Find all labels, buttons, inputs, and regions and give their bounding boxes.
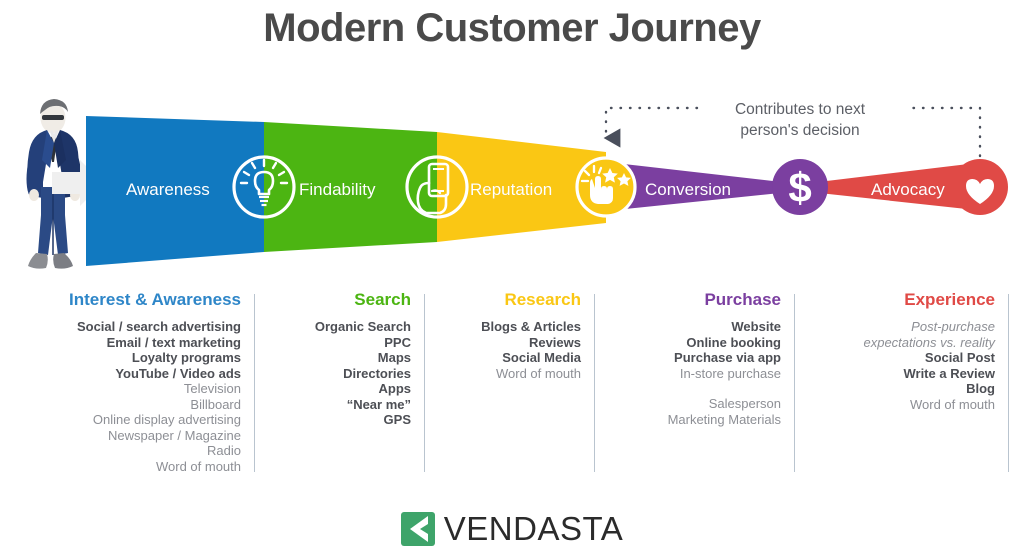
- list-item: Purchase via app: [674, 350, 781, 365]
- column-title: Search: [354, 290, 411, 309]
- list-item: Radio: [207, 443, 241, 458]
- list-item: Newspaper / Magazine: [108, 427, 241, 443]
- dollar-sign-icon: $: [772, 159, 828, 215]
- list-item: Website: [731, 319, 781, 334]
- column-purchase: Purchase Website Online booking Purchase…: [595, 290, 795, 485]
- column-title: Interest & Awareness: [69, 290, 241, 309]
- column-divider: [424, 294, 425, 472]
- feedback-loop-note: Contributes to next person's decision: [700, 100, 900, 142]
- list-item: Word of mouth: [909, 396, 995, 412]
- stage-label-reputation: Reputation: [470, 180, 553, 199]
- column-research: Research Blogs & Articles Reviews Social…: [425, 290, 595, 485]
- lightbulb-icon: [232, 155, 296, 219]
- list-item: PPC: [384, 334, 411, 350]
- list-item: Reviews: [528, 334, 581, 350]
- list-item: Maps: [377, 350, 411, 365]
- list-item: YouTube / Video ads: [115, 365, 241, 381]
- list-item: Directories: [343, 365, 411, 381]
- hand-phone-icon: [405, 155, 469, 219]
- list-item: Billboard: [190, 396, 241, 412]
- stage-label-awareness: Awareness: [126, 180, 210, 199]
- list-item: Write a Review: [903, 365, 995, 381]
- svg-text:$: $: [788, 164, 811, 211]
- customer-journey-funnel: $: [52, 106, 1008, 266]
- column-item-list: Organic Search PPC Maps Directories Apps…: [255, 319, 411, 428]
- funnel-segment-reputation: [437, 132, 606, 242]
- column-item-list: Blogs & Articles Reviews Social Media Wo…: [425, 319, 581, 381]
- list-item: GPS: [383, 412, 411, 427]
- list-item: In-store purchase: [679, 365, 781, 381]
- stage-label-conversion: Conversion: [645, 180, 731, 199]
- list-item-spacer: [595, 381, 781, 396]
- list-item: Social Post: [924, 350, 995, 365]
- list-item: Online booking: [686, 334, 781, 350]
- column-title: Experience: [904, 290, 995, 309]
- list-item: Social Media: [502, 350, 581, 365]
- list-item: Online display advertising: [92, 412, 241, 427]
- column-divider: [594, 294, 595, 472]
- funnel-segment-advocacy: [810, 162, 985, 211]
- dotted-feedback-arrow-icon: [603, 106, 982, 158]
- funnel-segment-conversion: [606, 162, 790, 211]
- column-title: Purchase: [704, 290, 781, 309]
- heart-icon: [952, 159, 1008, 215]
- businessman-illustration: [26, 99, 82, 269]
- feedback-loop-note-line2: person's decision: [740, 121, 860, 139]
- vendasta-wordmark: VENDASTA: [443, 510, 624, 547]
- feedback-loop-note-line1: Contributes to next: [734, 101, 866, 118]
- vendasta-logo: VENDASTA: [0, 510, 1024, 548]
- list-item: expectations vs. reality: [863, 334, 995, 350]
- list-item: Email / text marketing: [106, 334, 241, 350]
- column-divider: [794, 294, 795, 472]
- stage-label-findability: Findability: [299, 180, 376, 199]
- journey-detail-columns: Interest & Awareness Social / search adv…: [0, 290, 1024, 485]
- column-interest-and-awareness: Interest & Awareness Social / search adv…: [0, 290, 255, 485]
- list-item: Television: [183, 381, 241, 396]
- column-divider: [1008, 294, 1009, 472]
- column-title: Research: [504, 290, 581, 309]
- list-item: Apps: [378, 381, 412, 396]
- list-item: “Near me”: [346, 396, 411, 412]
- column-experience: Experience Post-purchase expectations vs…: [795, 290, 1009, 485]
- list-item: Blog: [966, 381, 995, 396]
- list-item: Salesperson: [708, 396, 781, 411]
- page-title: Modern Customer Journey: [263, 6, 761, 50]
- list-item: Marketing Materials: [667, 411, 781, 427]
- column-divider: [254, 294, 255, 472]
- list-item: Organic Search: [314, 319, 411, 334]
- funnel-segment-findability: [264, 122, 437, 252]
- list-item: Word of mouth: [495, 365, 581, 381]
- list-item: Post-purchase: [911, 319, 995, 334]
- funnel-segment-awareness: [86, 116, 264, 266]
- vendasta-chevron-mark-icon: [400, 512, 435, 546]
- column-item-list: Post-purchase expectations vs. reality S…: [795, 319, 995, 412]
- stage-label-advocacy: Advocacy: [871, 180, 945, 199]
- star-rating-click-icon: [575, 156, 637, 218]
- column-item-list: Social / search advertising Email / text…: [0, 319, 241, 474]
- list-item: Word of mouth: [155, 458, 241, 474]
- list-item: Blogs & Articles: [481, 319, 581, 334]
- column-item-list: Website Online booking Purchase via app …: [595, 319, 781, 427]
- column-search: Search Organic Search PPC Maps Directori…: [255, 290, 425, 485]
- list-item: Loyalty programs: [131, 350, 241, 365]
- list-item: Social / search advertising: [76, 319, 241, 334]
